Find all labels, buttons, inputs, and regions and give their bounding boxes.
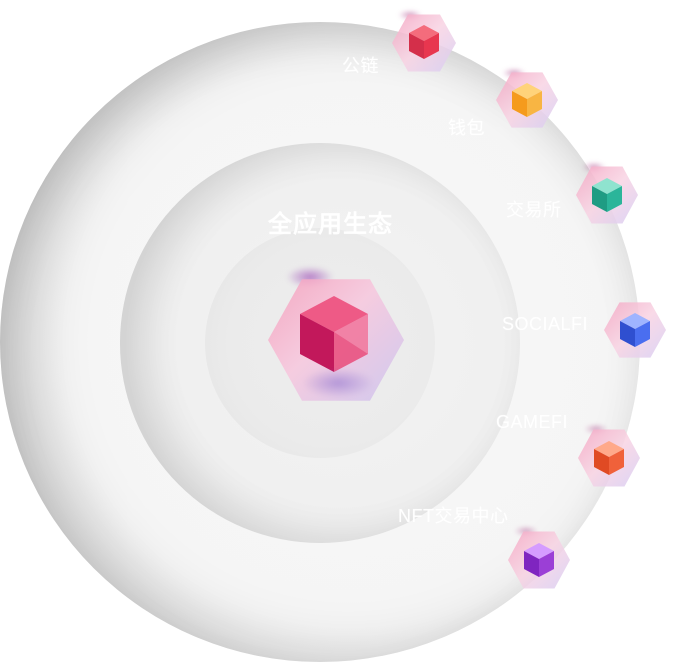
- center-title: 全应用生态: [268, 211, 393, 238]
- wallet-cube-icon: [511, 82, 543, 118]
- exchange-cube-icon: [591, 177, 623, 213]
- center-node: [268, 266, 406, 408]
- socialfi-cube-icon: [619, 312, 651, 348]
- node-socialfi[interactable]: [604, 298, 668, 362]
- node-wallet[interactable]: [496, 68, 560, 132]
- center-cube-shadow: [302, 368, 374, 398]
- node-label-gamefi: GAMEFI: [496, 412, 569, 432]
- node-label-socialfi: SOCIALFI: [502, 314, 589, 334]
- center-cube-icon: [298, 294, 370, 374]
- nft-cube-icon: [523, 542, 555, 578]
- node-public-chain[interactable]: [392, 10, 458, 76]
- node-label-public-chain: 公链: [342, 56, 379, 76]
- chain-cube-icon: [408, 24, 440, 60]
- gamefi-cube-icon: [593, 440, 625, 476]
- node-glow: [514, 526, 538, 536]
- node-nft-center[interactable]: [508, 526, 572, 592]
- node-glow: [584, 424, 608, 434]
- node-label-wallet: 钱包: [448, 118, 485, 138]
- node-exchange[interactable]: [576, 162, 640, 228]
- node-label-nft-center: NFT交易中心: [398, 506, 509, 526]
- node-label-exchange: 交易所: [506, 200, 562, 220]
- node-gamefi[interactable]: [578, 424, 642, 490]
